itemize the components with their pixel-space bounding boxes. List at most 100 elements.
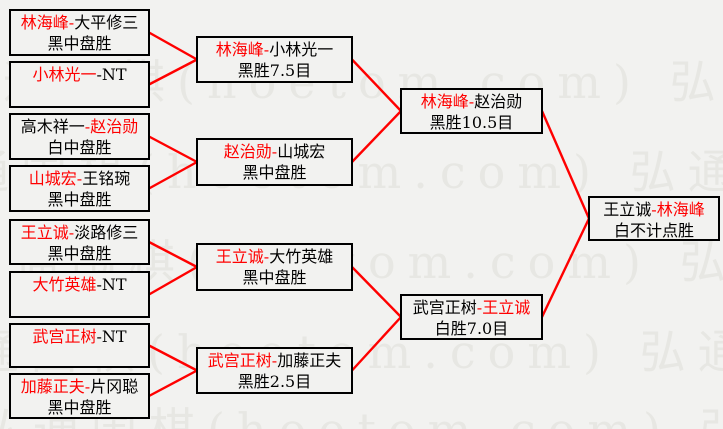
match-box-round-2-3: 王立诚-大竹英雄黑中盘胜 (196, 243, 353, 291)
player-name: NT (101, 275, 127, 294)
player-name: 武宫正树 (32, 327, 97, 346)
match-result: 黑中盘胜 (47, 34, 112, 53)
match-players: 武宫正树-王立诚 (402, 297, 541, 318)
match-box-round-2-1: 林海峰-小林光一黑胜7.5目 (196, 36, 353, 83)
separator-dash: - (263, 40, 270, 59)
connector-line (148, 58, 198, 86)
match-result: 黑中盘胜 (242, 163, 307, 182)
match-box-round-1-4: 山城宏-王铭琬黑中盘胜 (9, 165, 150, 212)
separator-dash: - (96, 65, 102, 84)
match-box-round-1-2: 小林光一-NT (9, 61, 150, 108)
match-players: 大竹英雄-NT (11, 274, 148, 295)
player-name: 山城宏 (28, 169, 77, 188)
connector-line (148, 135, 198, 164)
separator-dash: - (476, 298, 483, 317)
match-box-round-1-1: 林海峰-大平修三黑中盘胜 (9, 9, 150, 56)
separator-dash: - (68, 223, 75, 242)
match-players: 林海峰-小林光一 (198, 39, 351, 60)
player-name: 林海峰 (656, 200, 705, 219)
match-players: 王立诚-林海峰 (590, 199, 718, 220)
connector-line (540, 217, 591, 318)
match-players: 王立诚-淡路修三 (11, 222, 148, 243)
match-result: 黑胜2.5目 (237, 372, 312, 391)
player-name: 山城宏 (277, 142, 326, 161)
match-box-round-1-7: 武宫正树-NT (9, 323, 150, 368)
match-players: 林海峰-大平修三 (11, 12, 148, 33)
match-box-semifinals-1: 林海峰-赵治勋黑胜10.5目 (400, 88, 543, 134)
connector-line (540, 110, 591, 219)
match-result: 黑胜7.5目 (237, 61, 312, 80)
match-box-final-1: 王立诚-林海峰白不计点胜 (588, 196, 720, 241)
player-name: 大竹英雄 (269, 247, 334, 266)
player-name: NT (101, 327, 127, 346)
match-result: 黑中盘胜 (242, 268, 307, 287)
player-name: 王立诚 (20, 223, 69, 242)
player-name: 赵治勋 (223, 142, 272, 161)
match-box-round-1-5: 王立诚-淡路修三黑中盘胜 (9, 219, 150, 265)
match-players: 高木祥一-赵治勋 (11, 116, 148, 137)
player-name: 林海峰 (20, 13, 69, 32)
connector-line (148, 31, 198, 61)
connector-line (148, 344, 198, 372)
player-name: 林海峰 (420, 92, 469, 111)
connector-line (148, 265, 198, 296)
match-players: 加藤正夫-片冈聪 (11, 376, 148, 397)
player-name: NT (101, 65, 127, 84)
match-result: 黑胜10.5目 (429, 113, 514, 132)
match-players: 赵治勋-山城宏 (198, 141, 351, 162)
player-name: 武宫正树 (207, 351, 272, 370)
separator-dash: - (271, 351, 278, 370)
match-players: 林海峰-赵治勋 (402, 91, 541, 112)
match-players: 小林光一-NT (11, 64, 148, 85)
match-result: 白胜7.0目 (434, 319, 509, 338)
player-name: 淡路修三 (74, 223, 139, 242)
player-name: 王铭琬 (82, 169, 131, 188)
match-result: 黑中盘胜 (47, 190, 112, 209)
separator-dash: - (76, 169, 83, 188)
player-name: 片冈聪 (90, 377, 139, 396)
connector-line (351, 266, 402, 318)
match-players: 武宫正树-加藤正夫 (198, 350, 351, 371)
match-result: 白不计点胜 (613, 221, 694, 240)
separator-dash: - (263, 247, 270, 266)
player-name: 王立诚 (603, 200, 652, 219)
connector-line (148, 369, 198, 398)
player-name: 王立诚 (482, 298, 531, 317)
player-name: 高木祥一 (20, 117, 85, 136)
match-box-round-2-4: 武宫正树-加藤正夫黑胜2.5目 (196, 347, 353, 394)
separator-dash: - (468, 92, 475, 111)
separator-dash: - (651, 200, 657, 219)
player-name: 大平修三 (74, 13, 139, 32)
player-name: 林海峰 (215, 40, 264, 59)
match-box-round-2-2: 赵治勋-山城宏黑中盘胜 (196, 138, 353, 186)
match-box-round-1-3: 高木祥一-赵治勋白中盘胜 (9, 113, 150, 160)
player-name: 王立诚 (215, 247, 264, 266)
connector-line (351, 58, 402, 112)
separator-dash: - (68, 13, 75, 32)
connector-line (351, 316, 402, 372)
match-box-round-1-8: 加藤正夫-片冈聪黑中盘胜 (9, 373, 150, 419)
separator-dash: - (96, 275, 102, 294)
player-name: 加藤正夫 (277, 351, 342, 370)
match-result: 黑中盘胜 (47, 398, 112, 417)
separator-dash: - (84, 377, 91, 396)
match-result: 黑中盘胜 (47, 244, 112, 263)
player-name: 赵治勋 (474, 92, 523, 111)
match-players: 山城宏-王铭琬 (11, 168, 148, 189)
player-name: 小林光一 (32, 65, 97, 84)
match-result: 白中盘胜 (47, 138, 112, 157)
separator-dash: - (271, 142, 278, 161)
match-players: 武宫正树-NT (11, 326, 148, 347)
match-box-semifinals-2: 武宫正树-王立诚白胜7.0目 (400, 294, 543, 340)
player-name: 加藤正夫 (20, 377, 85, 396)
player-name: 小林光一 (269, 40, 334, 59)
separator-dash: - (96, 327, 102, 346)
connector-line (148, 240, 198, 269)
connector-line (148, 160, 198, 190)
match-box-round-1-6: 大竹英雄-NT (9, 271, 150, 318)
match-players: 王立诚-大竹英雄 (198, 246, 351, 267)
player-name: 大竹英雄 (32, 275, 97, 294)
separator-dash: - (84, 117, 91, 136)
